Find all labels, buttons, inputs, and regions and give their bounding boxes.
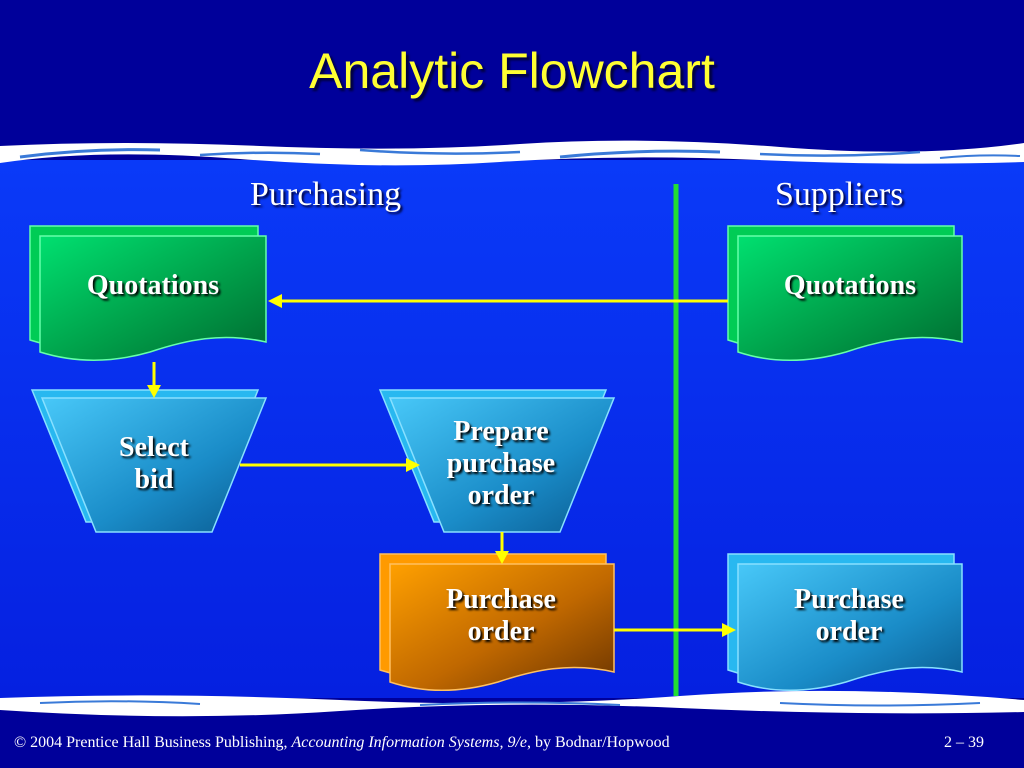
connector-quotations-to-select-bid bbox=[147, 362, 161, 398]
po-suppliers-line1: Purchase bbox=[794, 584, 904, 615]
select-bid-label: Select bid bbox=[60, 432, 248, 496]
top-wave-band bbox=[0, 140, 1024, 166]
purchase-order-purchasing-label: Purchase order bbox=[400, 584, 602, 648]
connector-purchase-order-to-suppliers bbox=[614, 623, 736, 637]
purchase-order-suppliers-label: Purchase order bbox=[748, 584, 950, 648]
quotations-suppliers-label: Quotations bbox=[738, 270, 962, 302]
select-bid-line2: bid bbox=[134, 464, 174, 495]
quotations-suppliers-document bbox=[727, 225, 963, 361]
quotations-purchasing-document bbox=[29, 225, 267, 361]
select-bid-line1: Select bbox=[119, 432, 189, 463]
quotations-suppliers-text: Quotations bbox=[783, 270, 917, 301]
connector-prepare-to-purchase-order bbox=[495, 532, 509, 564]
column-header-suppliers: Suppliers bbox=[775, 176, 904, 213]
quotations-purchasing-label: Quotations bbox=[40, 270, 266, 302]
purchase-order-suppliers-document bbox=[727, 553, 963, 691]
po-suppliers-line2: order bbox=[815, 616, 883, 647]
bottom-wave-band bbox=[0, 690, 1024, 717]
column-header-purchasing: Purchasing bbox=[250, 176, 402, 213]
footer-authors: , by Bodnar/Hopwood bbox=[527, 734, 670, 751]
prepare-purchase-order-process bbox=[378, 389, 616, 533]
prepare-line3: order bbox=[467, 480, 535, 511]
connector-suppliers-quotations-to-purchasing bbox=[268, 294, 728, 308]
quotations-purchasing-text: Quotations bbox=[86, 270, 220, 301]
prepare-line1: Prepare bbox=[453, 416, 549, 447]
prepare-purchase-order-label: Prepare purchase order bbox=[400, 416, 602, 512]
slide-title: Analytic Flowchart bbox=[309, 43, 715, 99]
purchase-order-purchasing-document bbox=[379, 553, 615, 691]
page-number: 2 – 39 bbox=[944, 734, 984, 751]
footer-copyright: © 2004 Prentice Hall Business Publishing… bbox=[14, 734, 288, 751]
select-bid-process bbox=[30, 389, 268, 533]
connector-select-bid-to-prepare bbox=[240, 458, 420, 472]
po-purchasing-line2: order bbox=[467, 616, 535, 647]
prepare-line2: purchase bbox=[446, 448, 556, 479]
po-purchasing-line1: Purchase bbox=[446, 584, 556, 615]
footer-book-title: Accounting Information Systems, 9/e bbox=[291, 734, 527, 751]
footer-citation: © 2004 Prentice Hall Business Publishing… bbox=[14, 734, 670, 752]
